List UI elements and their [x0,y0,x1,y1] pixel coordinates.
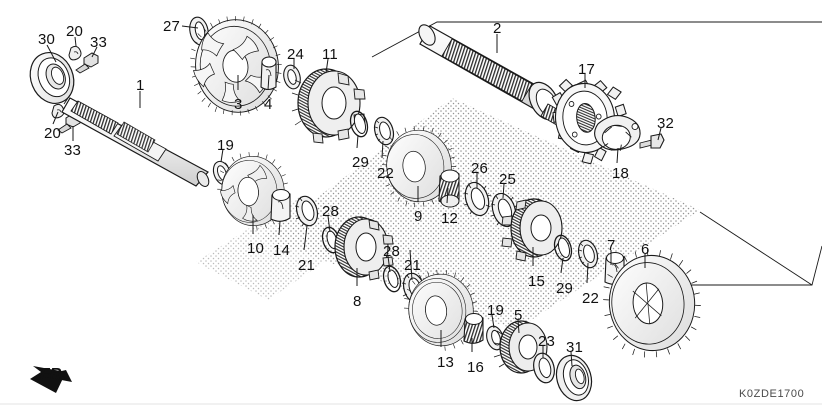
callout-number-8: 8 [353,293,362,310]
leader-line-29 [560,257,564,274]
part-31-bearing [555,354,593,402]
callout-leader-lines [46,25,662,367]
drawing-code: K0ZDE1700 [739,388,805,400]
callout-number-1: 1 [136,77,145,94]
callout-number-24: 24 [287,46,305,63]
part-29-snap-ring-b [553,234,573,262]
callout-number-18: 18 [612,165,630,182]
leader-line-21 [303,225,308,251]
part-15-dog-gear [501,198,563,262]
callout-number-6: 6 [641,241,650,258]
leader-line-20 [52,111,59,125]
front-direction-arrow [30,366,72,393]
callout-number-11: 11 [322,46,338,63]
callout-number-30: 30 [38,31,56,48]
callout-number-19: 19 [217,137,235,154]
callout-number-20: 20 [66,23,84,40]
part-28-snap-ring-b [382,265,402,293]
leader-line-28 [327,215,331,233]
leader-line-33 [91,46,98,58]
part-13-gear [404,269,478,351]
part-20-washer-lower [51,103,65,119]
callout-number-28: 28 [322,203,340,220]
callout-number-21: 21 [404,257,422,274]
part-12-needle-bearing [438,169,460,208]
part-24-washer [283,64,301,90]
part-26-splined-washer [463,181,492,217]
leader-line-32 [657,127,662,141]
front-marker-text: FR. [40,366,66,383]
leader-line-29 [356,134,359,149]
part-22-spline-washer-a [373,116,395,146]
part-10-gear [217,152,289,231]
callout-number-9: 9 [414,208,423,225]
callout-number-13: 13 [437,354,455,371]
callout-number-27: 27 [163,18,181,35]
callout-number-29: 29 [352,154,370,171]
callout-number-32: 32 [657,115,675,132]
leader-line-25 [502,183,505,199]
part-18-retainer-plate [594,115,641,151]
callout-number-10: 10 [247,240,265,257]
part-16-needle-bearing [463,313,484,344]
part-3-primary-gear [190,16,282,116]
leader-line-28 [387,255,391,273]
leader-line-12 [446,187,449,204]
leader-line-30 [46,44,57,63]
part-29-snap-ring-a [349,110,369,138]
leader-line-18 [616,147,619,164]
leader-line-22 [586,262,589,284]
callout-number-17: 17 [578,61,596,78]
callout-number-14: 14 [273,242,291,259]
leader-line-19 [220,148,224,163]
part-21-splined-washer-a [294,195,319,227]
callout-number-28: 28 [383,243,401,260]
leader-line-11 [325,58,329,74]
part-20-washer-upper [68,45,82,61]
callout-number-20: 20 [44,125,62,142]
detail-frame-outline [371,21,822,286]
part-9-gear [381,125,456,208]
callout-number-2: 2 [493,20,502,37]
callout-number-12: 12 [441,210,459,227]
part-23-washer [533,352,555,384]
callout-number-21: 21 [298,257,316,274]
part-4-collar [260,56,277,91]
part-14-collar [270,189,291,222]
callout-number-7: 7 [607,237,616,254]
callout-number-29: 29 [556,280,574,297]
callout-number-22: 22 [377,165,395,182]
part-6-final-gear [603,249,701,358]
callout-number-31: 31 [566,339,584,356]
leader-line-31 [570,351,573,367]
callout-number-25: 25 [499,171,517,188]
part-30-bearing [29,52,75,104]
callout-number-22: 22 [582,290,600,307]
callout-number-33: 33 [64,142,82,159]
leader-line-14 [278,220,281,236]
leader-line-27 [181,25,199,29]
part-22-spline-washer-b [577,239,599,269]
leader-line-19 [491,314,495,329]
leader-line-22 [381,140,384,159]
callout-number-23: 23 [538,333,556,350]
callout-number-4: 4 [264,96,273,113]
leader-line-21 [409,249,413,281]
leader-line-20 [74,36,77,47]
callout-number-33: 33 [90,34,108,51]
part-8-shift-dog-gear [334,216,394,281]
leader-line-5 [517,319,520,334]
callout-number-19: 19 [487,302,505,319]
part-32-bolt [639,133,665,149]
part-33-bolt-upper [75,52,99,74]
callout-number-26: 26 [471,160,489,177]
callout-number-15: 15 [528,273,546,290]
part-1-mainshaft [61,94,210,187]
callout-number-3: 3 [234,96,243,113]
leader-line-4 [267,74,270,91]
callout-number-5: 5 [514,307,523,324]
callout-number-16: 16 [467,359,485,376]
